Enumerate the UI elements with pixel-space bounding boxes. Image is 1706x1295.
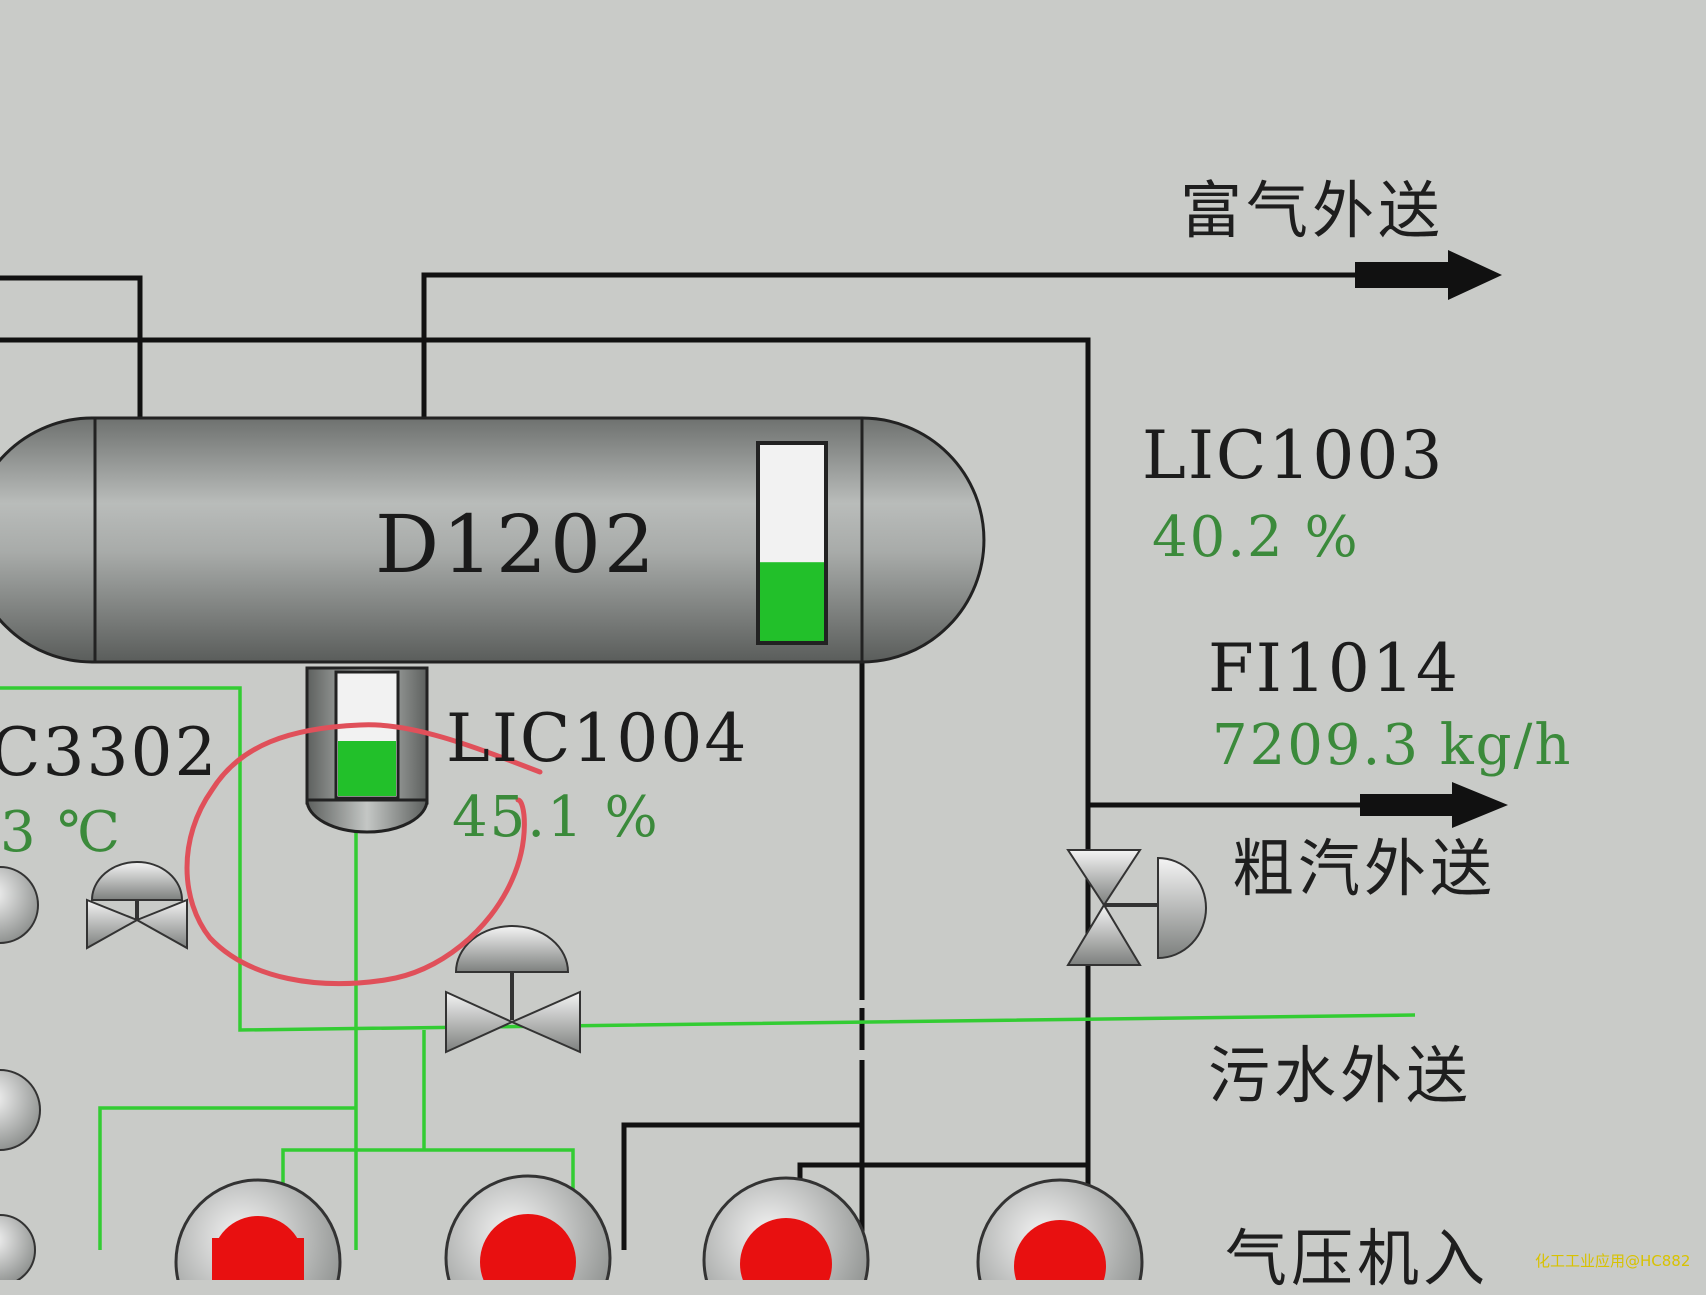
equipment-partial (0, 866, 39, 944)
pump-icon[interactable] (976, 1178, 1144, 1280)
pump-icon[interactable] (444, 1174, 612, 1280)
boot-level-fill (338, 741, 396, 796)
watermark: 化工工业应用@HC882 (1535, 1252, 1691, 1270)
annotation-circle (184, 722, 543, 987)
vessel-name: D1202 (375, 498, 658, 591)
value-lic1004: 45.1 % (452, 785, 660, 850)
boot-level-gauge (334, 670, 400, 800)
water-lines (0, 686, 1416, 1250)
tag-partial-left[interactable]: C3302 (0, 714, 219, 791)
stream-label-rich-gas: 富气外送 (1180, 174, 1445, 247)
tag-lic1004[interactable]: LIC1004 (446, 700, 749, 777)
pump-icon[interactable] (174, 1178, 342, 1280)
value-lic1003: 40.2 % (1152, 505, 1360, 570)
value-partial-left: 3 ℃ (0, 800, 123, 865)
stream-label-compressor-in: 气压机入 (1225, 1222, 1490, 1295)
main-level-gauge (756, 441, 828, 645)
pump-icon[interactable] (702, 1176, 870, 1280)
flow-arrow-icon (1360, 782, 1508, 828)
equipment-partial (0, 1069, 41, 1151)
main-level-fill (760, 562, 824, 641)
vessel-d1202[interactable] (0, 416, 986, 664)
control-valve-icon[interactable] (445, 925, 581, 1054)
control-valve-icon[interactable] (1066, 849, 1207, 966)
stream-label-sewage: 污水外送 (1208, 1039, 1473, 1112)
tag-lic1003[interactable]: LIC1003 (1142, 417, 1445, 494)
flow-arrow-icon (1355, 250, 1502, 300)
stream-label-crude-steam: 粗汽外送 (1232, 832, 1497, 905)
equipment-partial (0, 1214, 36, 1280)
tag-fi1014[interactable]: FI1014 (1208, 630, 1460, 707)
control-valve-icon[interactable] (86, 861, 188, 950)
value-fi1014: 7209.3 kg/h (1212, 713, 1573, 778)
